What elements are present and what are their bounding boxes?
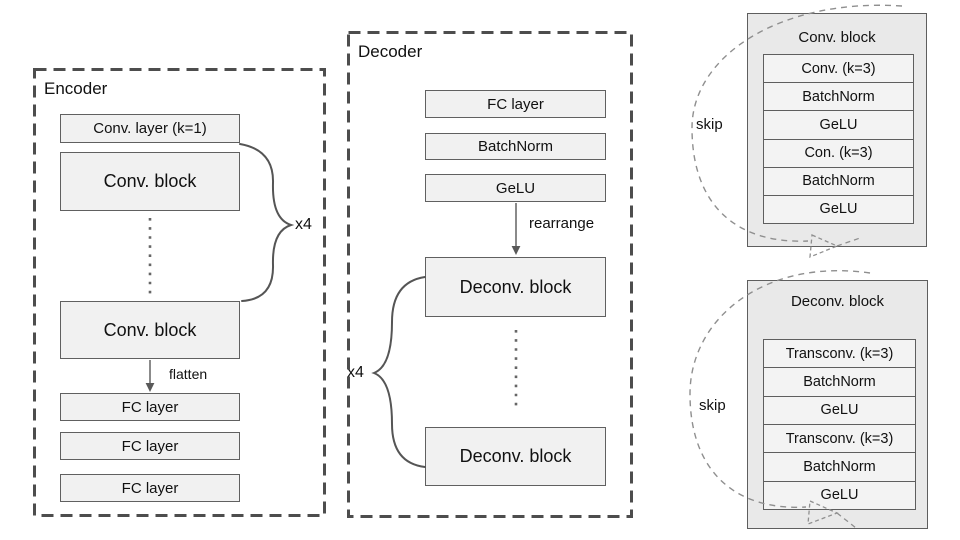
encoder-conv-block-top-box: Conv. block — [60, 152, 240, 211]
deconv-detail-layer-6: GeLU — [763, 480, 916, 510]
rearrange-arrow — [511, 203, 521, 255]
decoder-batchnorm-box: BatchNorm — [425, 133, 606, 160]
conv-detail-layer-2: BatchNorm — [763, 82, 914, 112]
encoder-repeat-multiplier: x4 — [295, 216, 312, 233]
deconv-detail-layer-5: BatchNorm — [763, 452, 916, 482]
deconv-skip-label: skip — [699, 397, 726, 414]
conv-block-detail-panel: Conv. block Conv. (k=3) BatchNorm GeLU C… — [747, 13, 927, 247]
flatten-label: flatten — [169, 366, 208, 382]
deconv-detail-layer-1: Transconv. (k=3) — [763, 339, 916, 369]
conv-block-detail-title: Conv. block — [798, 29, 876, 46]
decoder-gelu-box: GeLU — [425, 174, 606, 202]
decoder-repeat-brace — [371, 276, 426, 468]
decoder-title: Decoder — [358, 42, 423, 61]
decoder-repeat-multiplier: x4 — [347, 364, 364, 381]
deconv-block-detail-title: Deconv. block — [790, 293, 885, 310]
decoder-deconv-block-bottom-box: Deconv. block — [425, 427, 606, 486]
decoder-fc-layer-box: FC layer — [425, 90, 606, 118]
encoder-conv-layer-box: Conv. layer (k=1) — [60, 114, 240, 143]
encoder-repeat-brace — [239, 143, 295, 302]
deconv-detail-layer-3: GeLU — [763, 395, 916, 425]
conv-detail-layer-5: BatchNorm — [763, 166, 914, 196]
conv-detail-layer-6: GeLU — [763, 194, 914, 225]
deconv-detail-layer-4: Transconv. (k=3) — [763, 423, 916, 454]
conv-block-detail-stack: Conv. (k=3) BatchNorm GeLU Con. (k=3) Ba… — [763, 54, 914, 225]
flatten-arrow — [145, 360, 155, 392]
deconv-detail-layer-2: BatchNorm — [763, 367, 916, 397]
deconv-block-detail-panel: Deconv. block Transconv. (k=3) BatchNorm… — [747, 280, 928, 529]
encoder-fc-layer-3-box: FC layer — [60, 474, 240, 502]
conv-detail-layer-4: Con. (k=3) — [763, 138, 914, 168]
conv-detail-layer-3: GeLU — [763, 110, 914, 140]
conv-detail-layer-1: Conv. (k=3) — [763, 54, 914, 84]
encoder-title: Encoder — [44, 79, 108, 98]
encoder-fc-layer-1-box: FC layer — [60, 393, 240, 421]
deconv-block-detail-stack: Transconv. (k=3) BatchNorm GeLU Transcon… — [763, 339, 916, 510]
rearrange-label: rearrange — [529, 215, 595, 232]
conv-skip-label: skip — [696, 116, 723, 133]
encoder-fc-layer-2-box: FC layer — [60, 432, 240, 460]
encoder-conv-block-bottom-box: Conv. block — [60, 301, 240, 359]
decoder-deconv-block-top-box: Deconv. block — [425, 257, 606, 317]
